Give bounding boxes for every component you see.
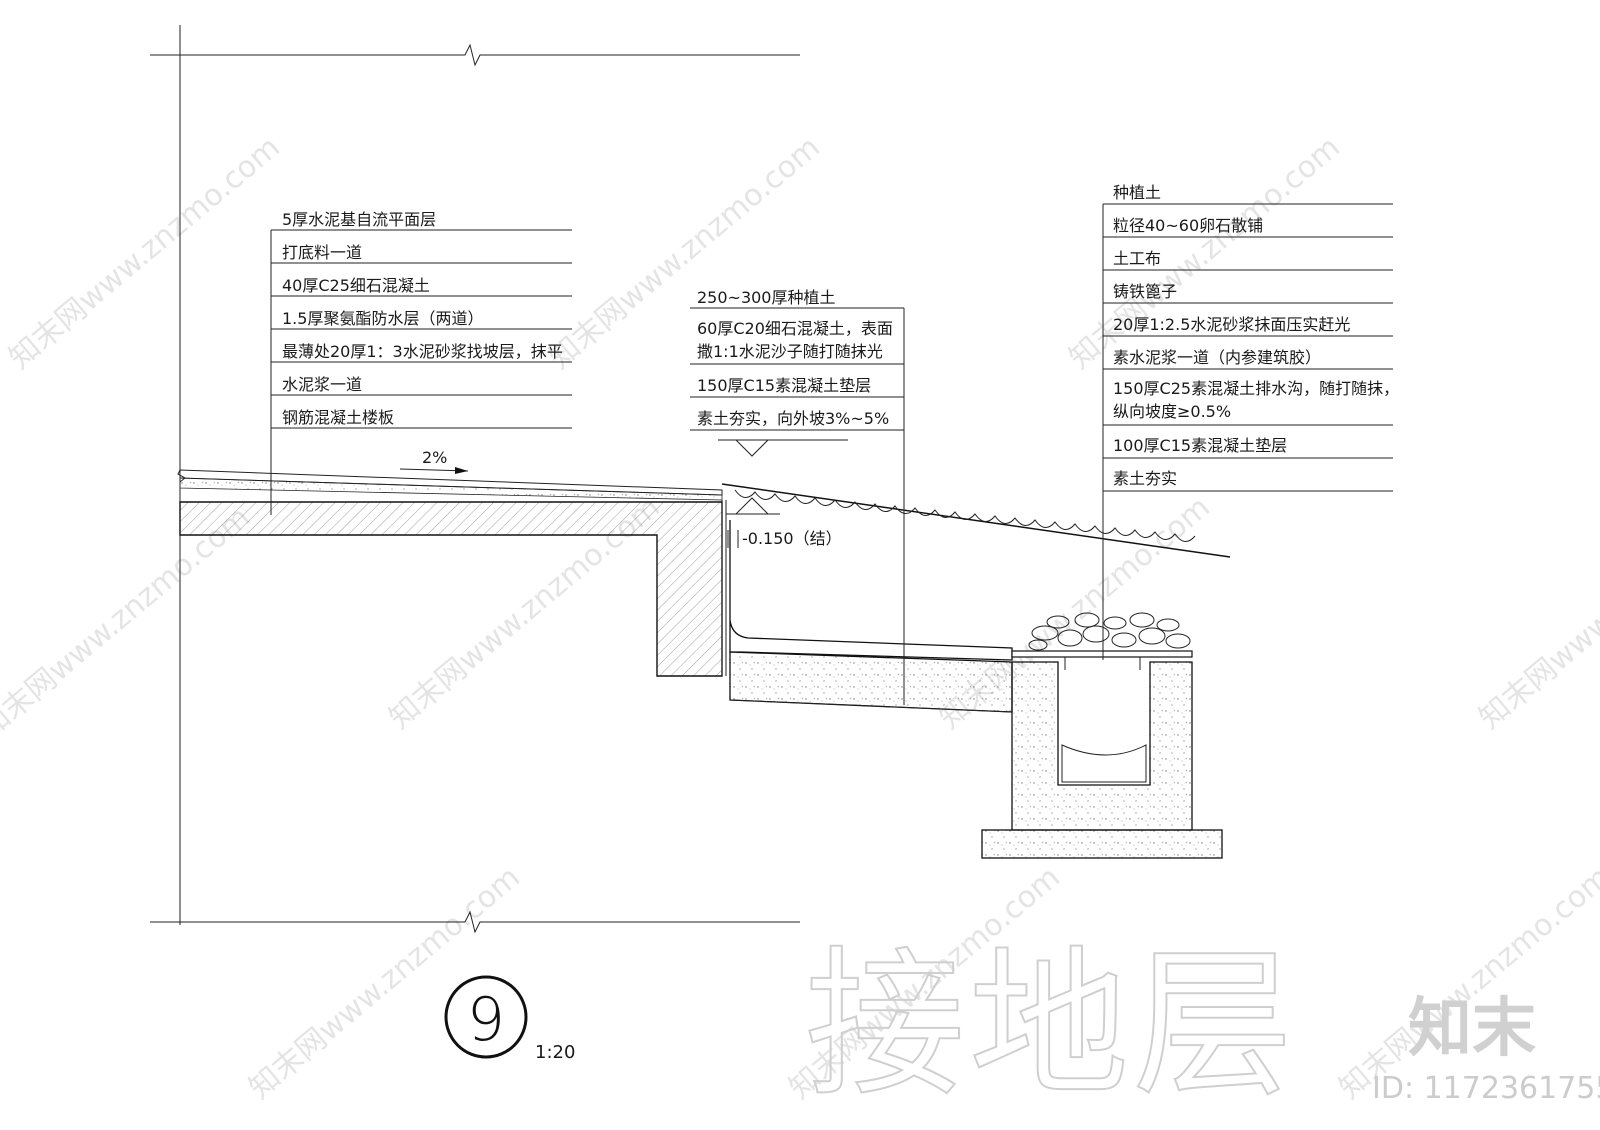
watermark-3: 知末网www.znzmo.com [1063,130,1347,376]
left-label-6: 水泥浆一道 [282,375,362,394]
right-label-7: 150厚C25素混凝土排水沟，随打随抹， [1113,379,1399,398]
watermark-8: 知末网www.znzmo.com [243,860,527,1106]
drainage-channel [981,612,1223,859]
watermark-layer: 知末网www.znzmo.com 知末网www.znzmo.com 知末网www… [0,130,1600,1106]
middle-slab [729,520,1013,713]
slope-label: 2% [422,448,447,467]
left-callout: 5厚水泥基自流平面层 打底料一道 40厚C25细石混凝土 1.5厚聚氨酯防水层（… [270,210,572,515]
right-callout: 种植土 粒径40~60卵石散铺 土工布 铸铁篦子 20厚1:2.5水泥砂浆抹面压… [1102,183,1399,660]
watermark-7: 知末网www.znzmo.com [1473,490,1600,736]
watermark-1: 知末网www.znzmo.com [3,130,287,376]
left-label-7: 钢筋混凝土楼板 [282,408,394,427]
right-label-5: 20厚1:2.5水泥砂浆抹面压实赶光 [1113,315,1350,334]
middle-label-5: 素土夯实，向外坡3%~5% [697,409,889,428]
middle-label-4: 150厚C15素混凝土垫层 [697,376,871,395]
middle-label-3: 撒1:1水泥沙子随打随抹光 [697,342,883,361]
slope-indicator: 2% [399,448,469,474]
right-label-4: 铸铁篦子 [1113,282,1177,301]
floor-slab [177,469,727,677]
scale-label: 1:20 [535,1042,575,1063]
right-label-3: 土工布 [1113,249,1161,268]
planting-soil [721,483,1231,558]
middle-label-2: 60厚C20细石混凝土，表面 [697,319,893,338]
elevation-marks: -0.150（结） [718,439,848,548]
left-label-4: 1.5厚聚氨酯防水层（两道） [282,309,483,328]
right-label-8: 纵向坡度≥0.5% [1113,402,1231,421]
middle-label-1: 250~300厚种植土 [697,288,836,307]
detail-marker: 9 1:20 [444,975,575,1063]
right-label-9: 100厚C15素混凝土垫层 [1113,436,1287,455]
right-label-10: 素土夯实 [1113,469,1177,488]
watermark-2: 知末网www.znzmo.com [543,130,827,376]
right-label-2: 粒径40~60卵石散铺 [1113,216,1263,235]
watermark-4: 知末网www.znzmo.com [0,500,257,746]
middle-callout: 250~300厚种植土 60厚C20细石混凝土，表面 撒1:1水泥沙子随打随抹光… [690,288,905,705]
brand-logo: 知末 [1408,992,1536,1066]
right-label-6: 素水泥浆一道（内参建筑胶） [1113,348,1321,367]
watermark-10: 知末网www.znzmo.com [1333,860,1600,1106]
right-label-1: 种植土 [1113,183,1161,202]
left-label-5: 最薄处20厚1：3水泥砂浆找坡层，抹平 [282,342,563,361]
left-label-3: 40厚C25细石混凝土 [282,276,430,295]
section-title: 接地层 [805,931,1297,1118]
detail-number: 9 [467,985,505,1055]
elevation-label: -0.150（结） [742,529,842,548]
left-label-2: 打底料一道 [282,243,362,262]
brand-id: ID: 1172361755 [1372,1071,1600,1106]
left-label-1: 5厚水泥基自流平面层 [282,210,436,229]
